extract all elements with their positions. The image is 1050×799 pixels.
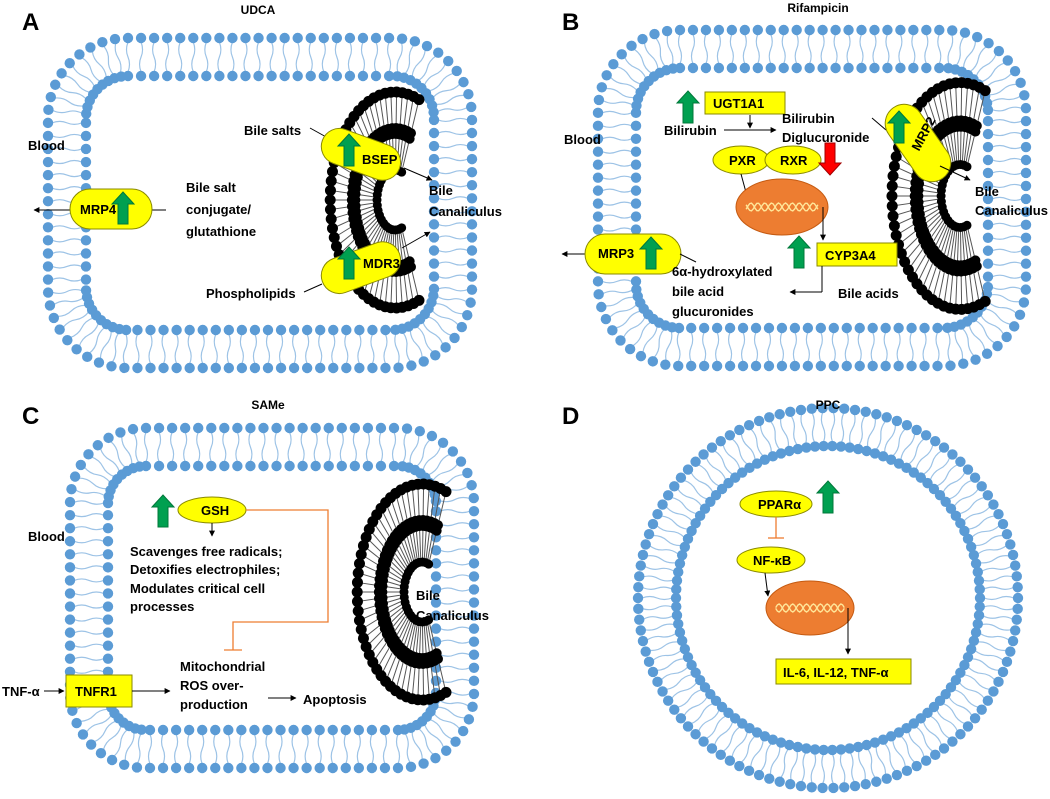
bile-canaliculus-label-c-2: Canaliculus bbox=[416, 608, 489, 623]
bile-canaliculus-label-b: Bile bbox=[975, 184, 999, 199]
panel-b-letter: B bbox=[562, 9, 579, 36]
gsh-label: GSH bbox=[201, 503, 229, 518]
cell-membrane-c bbox=[64, 422, 480, 774]
nucleus-with-dna-icon bbox=[765, 580, 855, 636]
ugt1a1-box: UGT1A1 bbox=[704, 91, 786, 115]
gsh-ellipse: GSH bbox=[177, 496, 247, 524]
cytokines-box: IL-6, IL-12, TNF-α bbox=[775, 658, 912, 685]
mrp3-transporter: MRP3 bbox=[584, 233, 682, 275]
bile-canaliculus-label-c: Bile bbox=[416, 588, 440, 603]
cyp3a4-label: CYP3A4 bbox=[825, 248, 876, 263]
gsh-effects-label: Scavenges free radicals; bbox=[130, 544, 282, 559]
green-up-arrow-icon bbox=[336, 246, 362, 280]
panel-a: A UDCA Blood MRP4 Bile salt conjugate/ g… bbox=[22, 3, 502, 374]
green-up-arrow-icon bbox=[886, 110, 912, 144]
bsep-label: BSEP bbox=[362, 152, 398, 167]
bile-salt-conjugate-label: Bile salt bbox=[186, 180, 237, 195]
cyp3a4-box: CYP3A4 bbox=[816, 242, 898, 267]
panel-b: B Rifampicin Blood UGT1A1 Bilirubin Bili… bbox=[561, 1, 1048, 372]
bilirubin-diglucuronide-label: Bilirubin bbox=[782, 111, 835, 126]
bile-canaliculus-shape-b bbox=[886, 77, 991, 315]
pxr-label: PXR bbox=[729, 153, 756, 168]
ugt1a1-label: UGT1A1 bbox=[713, 96, 764, 111]
bile-canaliculus-label-b-2: Canaliculus bbox=[975, 203, 1048, 218]
pxr-receptor: PXR bbox=[712, 145, 770, 175]
blood-label-c: Blood bbox=[28, 529, 65, 544]
bsep-transporter bbox=[320, 127, 402, 181]
hydroxylated-label-3: glucuronides bbox=[672, 304, 754, 319]
mdr3-transporter bbox=[320, 241, 402, 295]
bile-acids-label: Bile acids bbox=[838, 286, 899, 301]
bile-salts-label: Bile salts bbox=[244, 123, 301, 138]
hydroxylated-label: 6α-hydroxylated bbox=[672, 264, 773, 279]
mitochondrial-ros-label: Mitochondrial bbox=[180, 659, 265, 674]
panel-d-letter: D bbox=[562, 403, 579, 430]
red-down-arrow-icon bbox=[817, 142, 843, 176]
mrp4-label: MRP4 bbox=[80, 202, 117, 217]
bile-salt-conjugate-label-2: conjugate/ bbox=[186, 202, 251, 217]
bile-salt-conjugate-label-3: glutathione bbox=[186, 224, 256, 239]
tnfr1-label: TNFR1 bbox=[75, 684, 117, 699]
green-up-arrow-icon bbox=[150, 494, 176, 528]
blood-label-b: Blood bbox=[564, 132, 601, 147]
rxr-label: RXR bbox=[780, 153, 808, 168]
cell-membrane-a bbox=[42, 32, 478, 374]
panel-a-title: UDCA bbox=[241, 3, 276, 17]
panel-c-letter: C bbox=[22, 403, 39, 430]
apoptosis-label: Apoptosis bbox=[303, 692, 367, 707]
nf-kb-ellipse: NF-κB bbox=[736, 546, 806, 574]
bile-canaliculus-label-a: Bile bbox=[429, 183, 453, 198]
panel-b-title: Rifampicin bbox=[787, 1, 848, 15]
hydroxylated-label-2: bile acid bbox=[672, 284, 724, 299]
panel-d: D PPC PPARα NF-κB IL-6, IL-12, TNF-α bbox=[562, 398, 1024, 794]
green-up-arrow-icon bbox=[336, 133, 362, 167]
phospholipids-label: Phospholipids bbox=[206, 286, 296, 301]
green-up-arrow-icon bbox=[815, 480, 841, 514]
ppar-alpha-ellipse: PPARα bbox=[739, 490, 813, 518]
nf-kb-label: NF-κB bbox=[753, 553, 791, 568]
tnf-alpha-label: TNF-α bbox=[2, 684, 40, 699]
tnfr1-box: TNFR1 bbox=[65, 674, 133, 708]
cell-membrane-d bbox=[632, 402, 1024, 794]
mitochondrial-ros-label-2: ROS over- bbox=[180, 678, 244, 693]
bile-canaliculus-label-a-2: Canaliculus bbox=[429, 204, 502, 219]
blood-label-a: Blood bbox=[28, 138, 65, 153]
ppar-inhibition-line bbox=[768, 517, 784, 539]
bilirubin-diglucuronide-label-2: Diglucuronide bbox=[782, 130, 869, 145]
mrp4-transporter: MRP4 bbox=[69, 188, 153, 230]
panel-c-title: SAMe bbox=[251, 398, 285, 412]
mrp3-label: MRP3 bbox=[598, 246, 634, 261]
gsh-inhibition-line bbox=[224, 509, 329, 651]
gsh-effects-label-2: Detoxifies electrophiles; bbox=[130, 562, 280, 577]
panel-a-letter: A bbox=[22, 9, 39, 36]
green-up-arrow-icon bbox=[110, 191, 136, 225]
bilirubin-label: Bilirubin bbox=[664, 123, 717, 138]
panel-c: C SAMe Blood GSH Scavenges free radicals… bbox=[2, 398, 489, 774]
ppar-alpha-label: PPARα bbox=[758, 497, 801, 512]
cytokines-label: IL-6, IL-12, TNF-α bbox=[783, 665, 889, 680]
panel-d-title: PPC bbox=[816, 398, 841, 412]
green-up-arrow-icon bbox=[786, 235, 812, 269]
mitochondrial-ros-label-3: production bbox=[180, 697, 248, 712]
bile-canaliculus-shape-c bbox=[351, 478, 452, 706]
green-up-arrow-icon bbox=[638, 236, 664, 270]
green-up-arrow-icon bbox=[675, 90, 701, 124]
nucleus-with-dna-icon bbox=[735, 178, 829, 236]
gsh-effects-label-4: processes bbox=[130, 599, 194, 614]
mdr3-label: MDR3 bbox=[363, 256, 400, 271]
rxr-receptor: RXR bbox=[764, 145, 822, 175]
gsh-effects-label-3: Modulates critical cell bbox=[130, 581, 265, 596]
